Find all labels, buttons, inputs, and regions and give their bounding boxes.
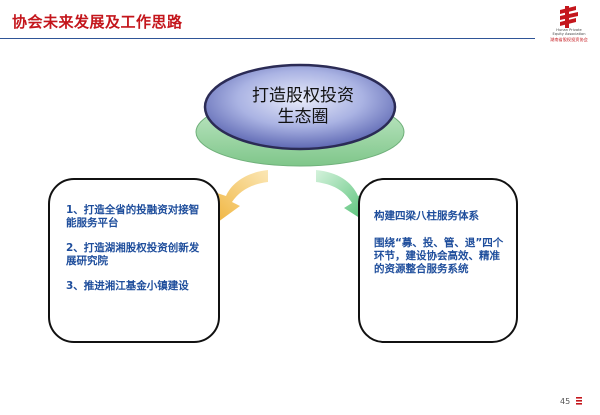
- right-service-box: 构建四梁八柱服务体系 围绕“募、投、管、退”四个环节，建设协会高效、精准的资源整…: [358, 178, 518, 343]
- center-ellipse: [203, 63, 397, 151]
- logo-en-line1: Hunan Private: [556, 28, 582, 32]
- left-initiatives-box: 1、打造全省的投融资对接智能服务平台 2、打造湖湘股权投资创新发展研究院 3、推…: [48, 178, 220, 343]
- left-item-2: 2、打造湖湘股权投资创新发展研究院: [66, 242, 200, 267]
- page-number: 45: [560, 397, 571, 406]
- page-logo-icon: [576, 397, 582, 405]
- title-divider: [0, 38, 535, 39]
- center-title: 打造股权投资 生态圈: [215, 86, 391, 128]
- left-item-1: 1、打造全省的投融资对接智能服务平台: [66, 204, 200, 229]
- left-curved-arrow-icon: [214, 170, 268, 222]
- logo-en-line2: Equity Association: [552, 32, 586, 37]
- logo-cn: 湖南省股权投资协会: [550, 36, 588, 42]
- right-curved-arrow-icon: [316, 170, 368, 222]
- slide-title: 协会未来发展及工作思路: [12, 13, 183, 31]
- center-title-line1: 打造股权投资: [252, 86, 354, 106]
- association-logo-icon: [560, 6, 578, 28]
- right-item-2: 围绕“募、投、管、退”四个环节，建设协会高效、精准的资源整合服务系统: [374, 237, 504, 275]
- left-item-3: 3、推进湘江基金小镇建设: [66, 280, 189, 292]
- logo-caption: Hunan Private Equity Association 湖南省股权投资…: [538, 28, 600, 42]
- center-title-line2: 生态圈: [277, 107, 329, 127]
- right-item-1: 构建四梁八柱服务体系: [374, 210, 479, 222]
